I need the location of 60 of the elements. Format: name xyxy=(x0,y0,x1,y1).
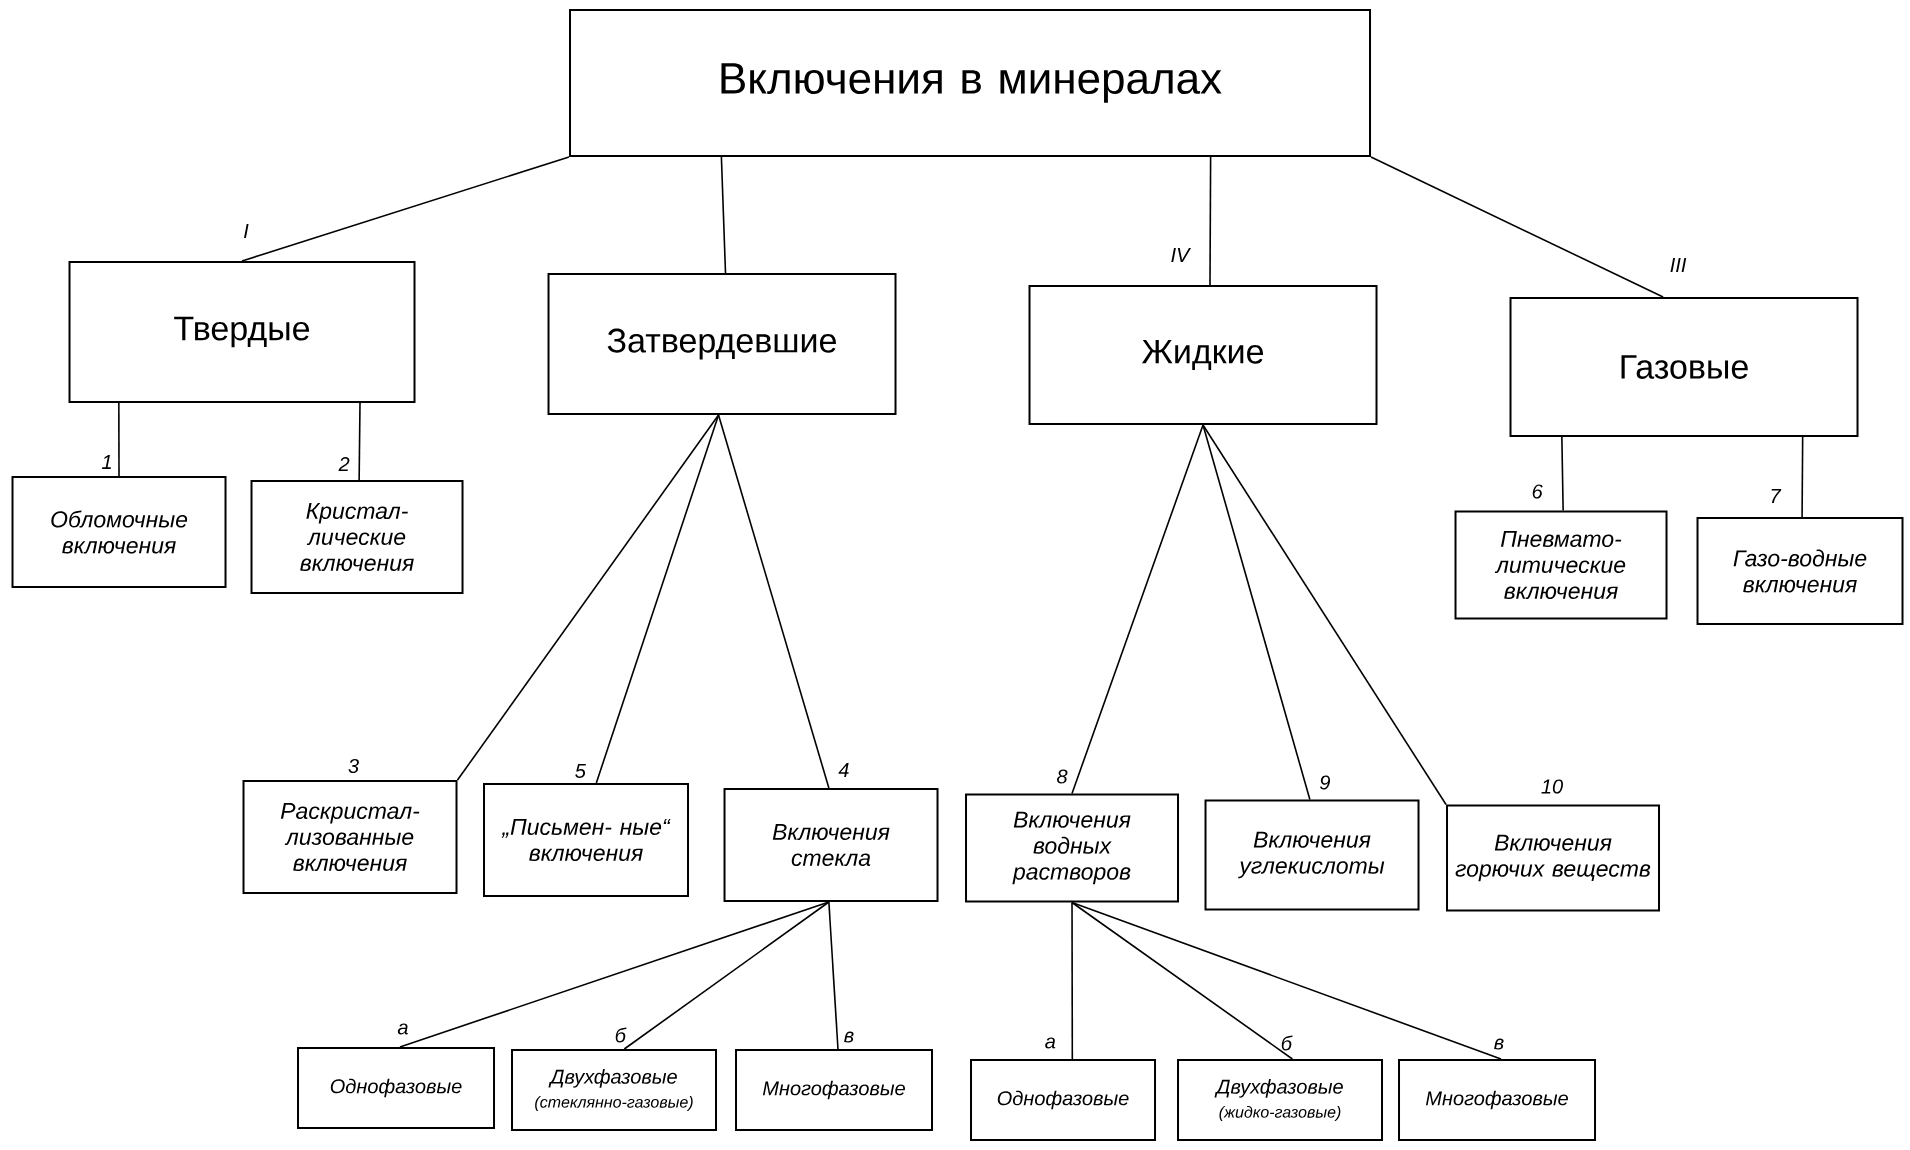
edge-label: б xyxy=(615,1027,627,1043)
branch-line xyxy=(1071,901,1502,1060)
edge-label: 3 xyxy=(348,758,359,774)
branch-line xyxy=(1071,424,1204,795)
branch-line xyxy=(623,901,830,1050)
class-box: Газо-водные включения xyxy=(1696,517,1904,625)
category-box: Затвердевшие xyxy=(547,273,897,415)
edge-label: 2 xyxy=(338,457,350,471)
edge-label: IV xyxy=(1171,248,1191,262)
edge-label: III xyxy=(1670,258,1687,272)
class-box: Включения углекислоты xyxy=(1204,799,1420,911)
branch-line xyxy=(399,901,830,1048)
class-box: Кристал- лические включения xyxy=(250,480,464,594)
edge-label: 10 xyxy=(1541,779,1563,794)
edge-label: б xyxy=(1281,1035,1293,1051)
edge-label: в xyxy=(844,1031,854,1043)
edge-label: 1 xyxy=(102,455,111,469)
category-box: Газовые xyxy=(1509,297,1859,437)
title-box: Включения в минералах xyxy=(569,9,1371,157)
edge-label: 8 xyxy=(1057,769,1068,784)
branch-line xyxy=(1071,901,1294,1060)
branch-line xyxy=(1370,156,1664,298)
subclass-box: Двухфазовые (жидко-газовые) xyxy=(1177,1059,1383,1141)
subclass-box: Однофазовые xyxy=(297,1047,495,1129)
edge-label: 5 xyxy=(575,764,586,778)
edge-label: 9 xyxy=(1320,775,1331,790)
edge-label: 6 xyxy=(1532,484,1543,499)
edge-label: а xyxy=(397,1023,408,1035)
branch-line xyxy=(828,901,839,1050)
edge-label: 4 xyxy=(838,763,849,777)
category-box: Жидкие xyxy=(1028,285,1378,425)
branch-line xyxy=(456,414,720,781)
class-box: Включения горючих веществ xyxy=(1446,804,1660,912)
branch-line xyxy=(241,156,570,262)
branch-line xyxy=(1801,436,1804,518)
class-box: „Письмен- ные“ включения xyxy=(483,783,689,897)
branch-line xyxy=(1561,436,1564,512)
branch-line xyxy=(1202,424,1447,806)
branch-line xyxy=(1209,156,1212,286)
branch-line xyxy=(1202,424,1311,801)
subclass-box: Многофазовые xyxy=(1398,1059,1596,1141)
category-box: Твердые xyxy=(68,261,416,403)
subclass-box: Однофазовые xyxy=(970,1059,1156,1141)
branch-line xyxy=(118,402,120,477)
branch-line xyxy=(1071,901,1074,1060)
edge-label: I xyxy=(244,224,249,238)
subclass-box: Двухфазовые (стеклянно-газовые) xyxy=(511,1049,717,1131)
edge-label: в xyxy=(1494,1038,1504,1050)
class-box: Раскристал- лизованные включения xyxy=(242,780,458,894)
edge-label: а xyxy=(1045,1037,1056,1049)
branch-line xyxy=(720,156,727,274)
branch-line xyxy=(595,414,720,784)
subclass-box: Многофазовые xyxy=(735,1049,933,1131)
class-box: Включения водных растворов xyxy=(965,793,1179,903)
edge-label: 7 xyxy=(1771,489,1782,503)
branch-line xyxy=(717,414,830,789)
class-box: Обломочные включения xyxy=(11,476,227,588)
class-box: Пневмато- литические включения xyxy=(1454,510,1668,620)
class-box: Включения стекла xyxy=(723,788,939,902)
branch-line xyxy=(358,402,361,481)
